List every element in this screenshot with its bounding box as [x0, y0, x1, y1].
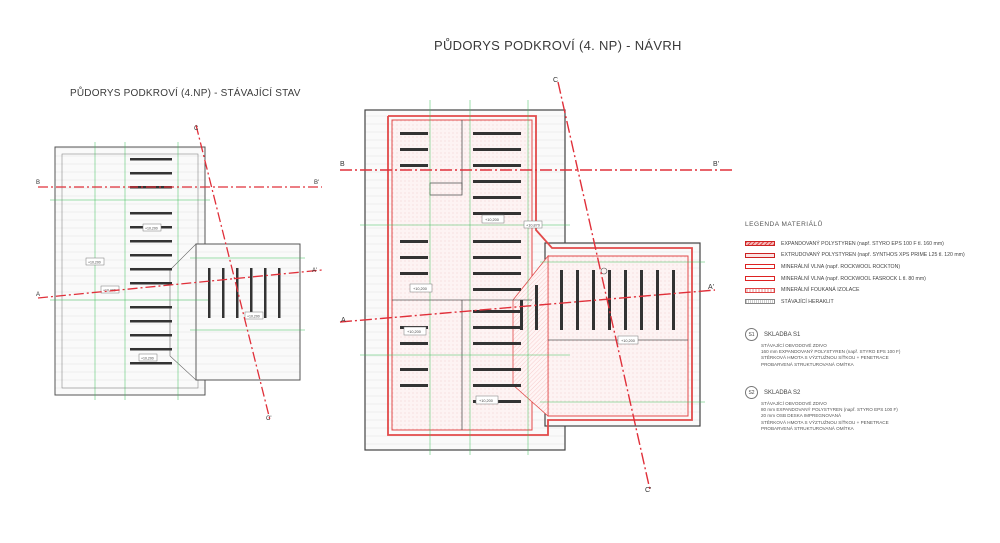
existing-section-a-line	[37, 269, 323, 299]
legend-item-label: MINERÁLNÍ FOUKANÁ IZOLACE	[781, 287, 860, 294]
existing-room-label-4: +10,200	[141, 357, 154, 361]
legend-item-label: MINERÁLNÍ VLNA (např. ROCKWOOL FASROCK L…	[781, 275, 926, 282]
blown-insulation-swatch-icon	[745, 287, 775, 293]
mineral-wool-swatch-icon	[745, 264, 775, 270]
eps-swatch-icon	[745, 241, 775, 247]
composition-line: PROBARVENÁ STRUKTUROVANÁ OMÍTKA	[761, 425, 854, 431]
proposed-room-label-5: +10,200	[479, 399, 493, 403]
composition-title: SKLADBA S1	[764, 331, 801, 338]
legend-item: EXTRUDOVANÝ POLYSTYREN (např. SYNTHOS XP…	[745, 250, 995, 262]
legend-item: MINERÁLNÍ VLNA (např. ROCKWOOL FASROCK L…	[745, 273, 995, 285]
proposed-section-c-line	[557, 81, 651, 491]
composition-line: 20 mm OSB DESKA IMPREGNOVANÁ	[761, 413, 842, 419]
composition-line: STĚRKOVÁ HMOTA S VÝZTUŽNOU SÍŤKOU + PENE…	[761, 355, 889, 361]
existing-mark-c-prime: C'	[266, 416, 271, 422]
composition-line: STÁVAJÍCÍ OBVODOVÉ ZDIVO	[761, 343, 827, 348]
existing-plan: +10,200 +10,200 +10,200 +10,200 +10,200 …	[36, 124, 323, 422]
mineral-wool-fasrock-swatch-icon	[745, 276, 775, 282]
materials-legend: LEGENDA MATERIÁLŮ EXPANDOVANÝ POLYSTYREN…	[745, 221, 995, 308]
proposed-room-label-1: +10,200	[485, 218, 499, 222]
legend-heading: LEGENDA MATERIÁLŮ	[745, 221, 823, 228]
existing-room-label-5: +10,200	[247, 315, 260, 319]
composition-line: 160 mm EXPANDOVANÝ POLYSTYREN (např. STY…	[761, 349, 901, 355]
composition-badge: S1	[745, 328, 758, 341]
legend-item-label: EXTRUDOVANÝ POLYSTYREN (např. SYNTHOS XP…	[781, 252, 965, 259]
composition-s1: S1 SKLADBA S1 STÁVAJÍCÍ OBVODOVÉ ZDIVO 16…	[745, 328, 995, 368]
drawing-title-existing: PŮDORYS PODKROVÍ (4.NP) - STÁVAJÍCÍ STAV	[70, 88, 301, 99]
existing-mark-a-prime: A'	[312, 268, 317, 274]
composition-line: STÁVAJÍCÍ OBVODOVÉ ZDIVO	[761, 401, 827, 406]
proposed-room-label-3: +10,200	[413, 287, 427, 291]
composition-line: STĚRKOVÁ HMOTA S VÝZTUŽNOU SÍŤKOU + PENE…	[761, 419, 889, 425]
eps-perimeter	[387, 115, 693, 436]
composition-badge: S2	[745, 386, 758, 399]
proposed-mark-a: A	[341, 317, 346, 324]
existing-mark-b: B	[36, 180, 40, 186]
proposed-plan: +10,200 +10,870 +10,200 +10,200 +10,200 …	[339, 77, 735, 494]
existing-mark-c: C	[194, 126, 199, 132]
heraklit-swatch-icon	[745, 299, 775, 305]
proposed-mark-b: B	[340, 161, 345, 168]
existing-wing-hip	[169, 243, 197, 381]
drawing-title-proposed: PŮDORYS PODKROVÍ (4. NP) - NÁVRH	[434, 38, 682, 53]
legend-item: MINERÁLNÍ VLNA (např. ROCKWOOL ROCKTON)	[745, 261, 995, 273]
existing-room-label-3: +10,200	[103, 289, 116, 293]
proposed-mark-c: C	[553, 77, 558, 84]
proposed-room-label-4: +10,200	[407, 330, 421, 334]
existing-room-label-2: +10,200	[88, 261, 101, 265]
existing-mark-b-prime: B'	[314, 180, 319, 186]
proposed-mark-b-prime: B'	[713, 161, 719, 168]
composition-title: SKLADBA S2	[764, 389, 801, 396]
insulation-zone-hip	[512, 254, 549, 417]
legend-item-label: MINERÁLNÍ VLNA (např. ROCKWOOL ROCKTON)	[781, 263, 901, 270]
legend-item-label: EXPANDOVANÝ POLYSTYREN (např. STYRO EPS …	[781, 240, 944, 247]
existing-section-c-line	[195, 124, 271, 421]
legend-item-label: STÁVAJÍCÍ HERAKLIT	[781, 298, 834, 305]
proposed-room-label-6: +10,200	[621, 339, 635, 343]
legend-item: EXPANDOVANÝ POLYSTYREN (např. STYRO EPS …	[745, 238, 995, 250]
legend-item: STÁVAJÍCÍ HERAKLIT	[745, 296, 995, 308]
existing-room-label-1: +10,200	[145, 227, 158, 231]
composition-line: 80 mm EXPANDOVANÝ POLYSTYREN (např. STYR…	[761, 407, 898, 413]
proposed-mark-a-prime: A'	[708, 284, 714, 291]
legend-item: MINERÁLNÍ FOUKANÁ IZOLACE	[745, 284, 995, 296]
existing-mark-a: A	[36, 292, 40, 298]
proposed-room-label-2: +10,870	[526, 224, 540, 228]
composition-s2: S2 SKLADBA S2 STÁVAJÍCÍ OBVODOVÉ ZDIVO 80…	[745, 386, 995, 432]
existing-main-wing	[54, 146, 206, 396]
composition-line: PROBARVENÁ STRUKTUROVANÁ OMÍTKA	[761, 361, 854, 367]
proposed-section-a-line	[339, 289, 716, 323]
xps-swatch-icon	[745, 252, 775, 258]
proposed-rafters	[400, 132, 675, 403]
proposed-mark-c-prime: C'	[645, 487, 651, 494]
